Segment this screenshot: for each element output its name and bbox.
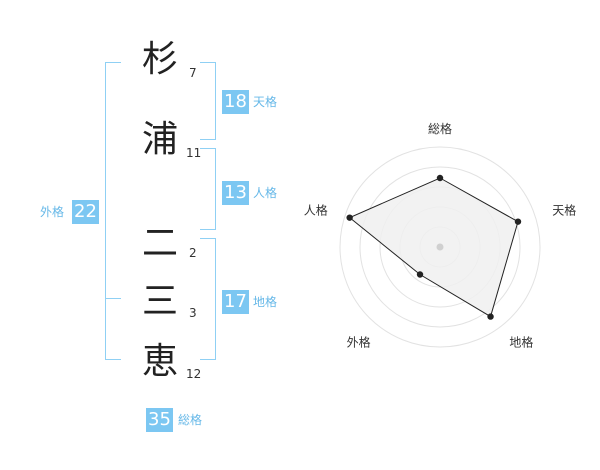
radar-point-2 [514, 218, 522, 225]
stroke-count-4: 3 [189, 306, 197, 320]
stroke-count-3: 2 [189, 246, 197, 260]
stroke-count-2: 11 [186, 146, 202, 160]
tenkaku-value: 18 [222, 90, 249, 114]
gaikaku-value: 22 [72, 200, 99, 224]
radar-grid-ring [359, 166, 521, 328]
radar-axis-label-1: 総格 [428, 121, 452, 136]
soukaku-label: 総格 [178, 413, 203, 427]
soukaku-value: 35 [146, 408, 173, 432]
name-char-4: 三 [141, 281, 178, 322]
radar-point-4 [416, 271, 424, 278]
radar-axis-label-3: 地格 [509, 334, 533, 349]
gaikaku-bracket [105, 62, 121, 360]
stroke-count-5: 12 [186, 367, 202, 381]
radar-grid-ring [339, 146, 541, 348]
name-char-1: 杉 [141, 39, 178, 80]
chikaku-bracket [200, 238, 216, 360]
name-char-2: 浦 [141, 119, 178, 160]
gaikaku-label: 外格 [40, 205, 65, 219]
jinkaku-bracket [200, 148, 216, 230]
radar-center-dot [436, 243, 444, 251]
gaikaku-bracket-tick [105, 298, 121, 299]
jinkaku-value: 13 [222, 181, 249, 205]
radar-data-area [348, 177, 519, 318]
name-char-3: 二 [141, 223, 178, 264]
jinkaku-label: 人格 [253, 186, 278, 200]
tenkaku-bracket [200, 62, 216, 140]
chikaku-label: 地格 [253, 295, 278, 309]
chikaku-value: 17 [222, 290, 249, 314]
name-char-5: 恵 [141, 341, 178, 382]
radar-axis-label-4: 外格 [347, 334, 371, 349]
radar-point-3 [487, 313, 494, 320]
radar-point-5 [346, 214, 353, 221]
radar-axis-label-2: 天格 [552, 203, 576, 218]
radar-axis-label-5: 人格 [304, 203, 328, 218]
stroke-count-1: 7 [189, 66, 197, 80]
tenkaku-label: 天格 [253, 95, 278, 109]
radar-point-1 [436, 174, 444, 182]
